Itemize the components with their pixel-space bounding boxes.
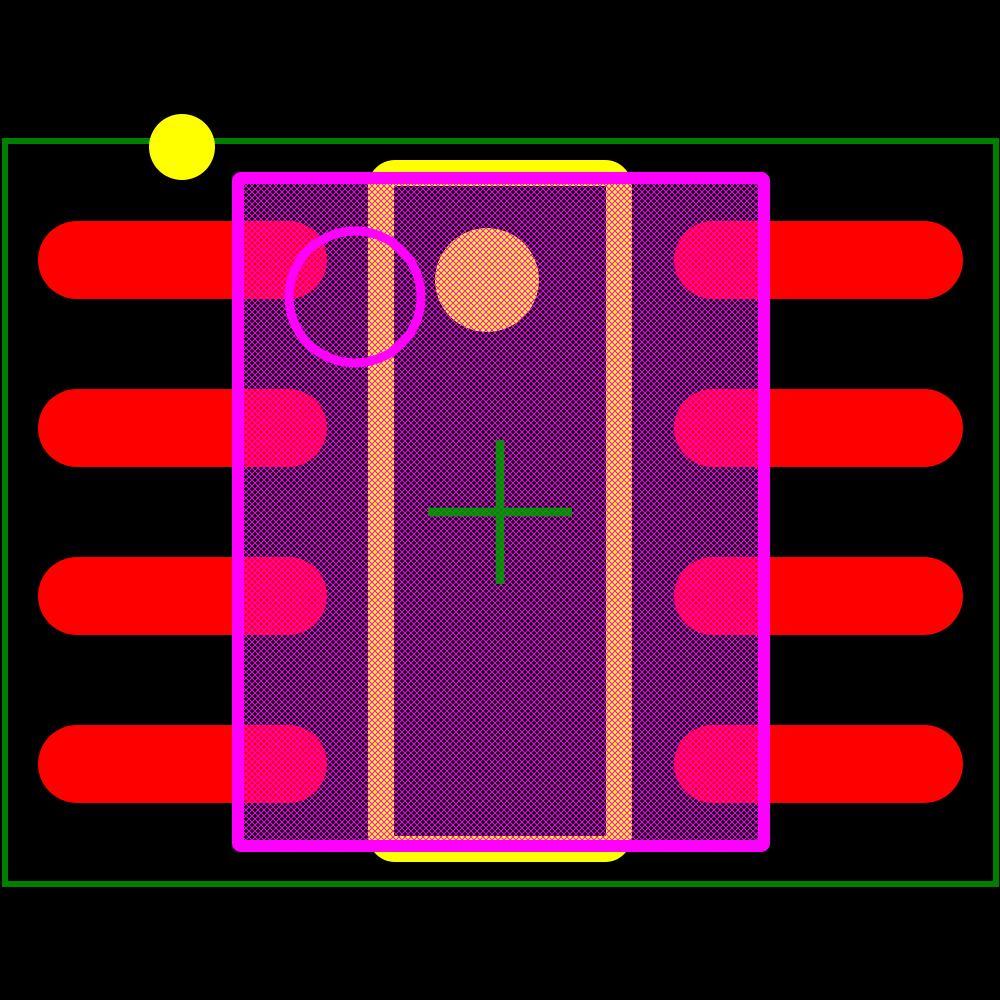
fab-body-outline [232, 172, 770, 852]
pin1-silk-dot-icon [149, 114, 215, 180]
courtyard-outline [2, 138, 999, 887]
origin-crosshair-icon [428, 440, 572, 584]
